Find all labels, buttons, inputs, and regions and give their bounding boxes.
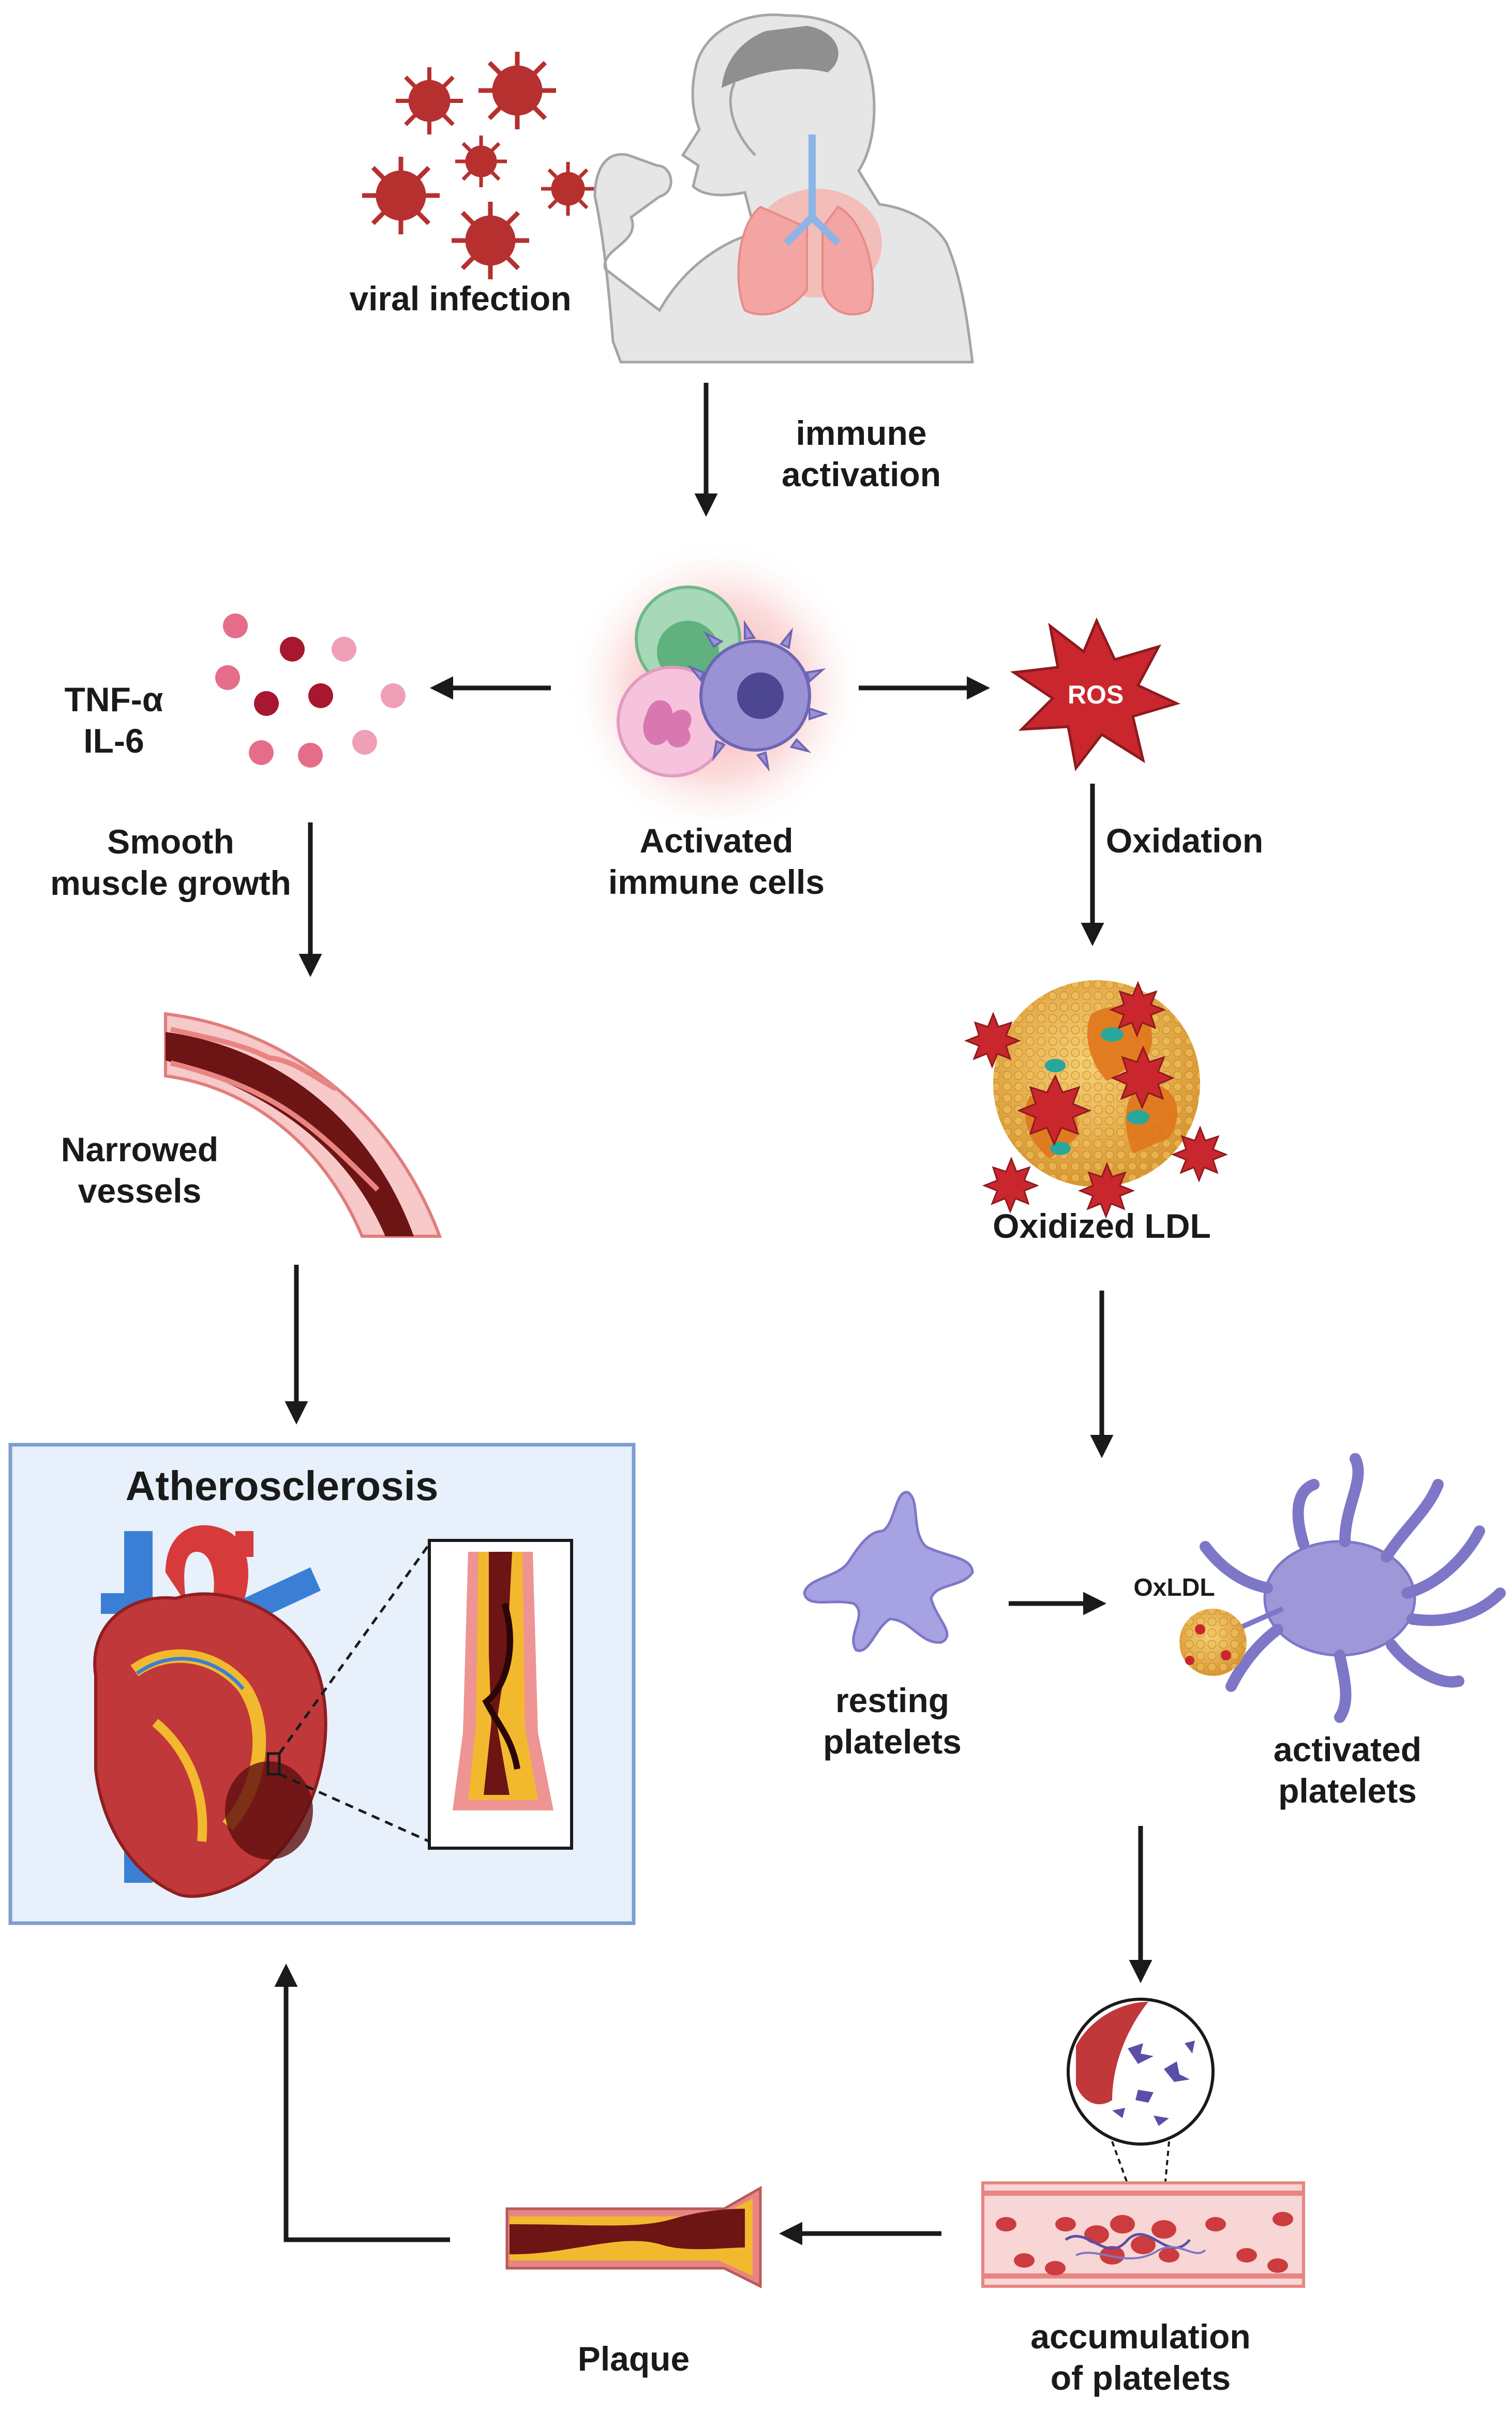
coughing-person-icon bbox=[593, 13, 974, 364]
immune-activation-label-2: activation bbox=[782, 455, 941, 493]
activated-platelets-label-1: activated bbox=[1274, 1730, 1421, 1769]
oxidation-label: Oxidation bbox=[1106, 821, 1263, 860]
activated-cells-label-1: Activated bbox=[639, 821, 793, 860]
artery-cross-section-icon bbox=[428, 1539, 573, 1850]
arrow-plaque-to-atherosclerosis bbox=[274, 1964, 450, 2242]
o2-burst-icon bbox=[1109, 980, 1166, 1038]
ros-icon bbox=[1010, 617, 1181, 771]
dendritic-cell-icon bbox=[687, 620, 829, 772]
virus-icon bbox=[452, 202, 529, 279]
o2-burst-icon bbox=[1171, 1125, 1229, 1183]
activated-platelet-icon bbox=[1200, 1453, 1506, 1723]
virus-icon bbox=[362, 157, 440, 234]
accumulation-label-2: of platelets bbox=[1051, 2359, 1231, 2397]
accumulation-label-1: accumulation bbox=[1030, 2317, 1250, 2356]
cytokine-label-tnf: TNF-α bbox=[65, 680, 163, 718]
immune-cells-icon bbox=[566, 538, 866, 838]
immune-activation-label-1: immune bbox=[796, 414, 926, 452]
o2-burst-icon bbox=[1017, 1074, 1091, 1146]
virus-icon bbox=[455, 136, 507, 187]
o2-burst-icon bbox=[982, 1156, 1040, 1214]
ros-label: ROS bbox=[1068, 680, 1124, 709]
cytokine-particles-icon bbox=[215, 613, 406, 768]
activated-platelets-label-2: platelets bbox=[1278, 1772, 1417, 1810]
activated-cells-label-2: immune cells bbox=[608, 863, 825, 901]
o2-burst-icon bbox=[1111, 1045, 1175, 1110]
narrowed-label-1: Narrowed bbox=[61, 1130, 218, 1168]
virus-icon-group bbox=[362, 52, 595, 279]
heart-icon bbox=[93, 1525, 327, 1898]
resting-platelets-label-2: platelets bbox=[823, 1722, 962, 1761]
atherosclerosis-title: Atherosclerosis bbox=[126, 1463, 439, 1509]
viral-infection-label: viral infection bbox=[349, 279, 571, 318]
oxidized-ldl-label: Oxidized LDL bbox=[993, 1207, 1211, 1245]
cytokine-label-il6: IL-6 bbox=[83, 722, 144, 760]
oxldl-label: OxLDL bbox=[1133, 1574, 1215, 1601]
resting-platelet-icon bbox=[803, 1491, 974, 1652]
oxldl-particle-icon bbox=[1179, 1606, 1284, 1676]
resting-platelets-label-1: resting bbox=[835, 1681, 949, 1719]
smooth-muscle-label-2: muscle growth bbox=[50, 864, 291, 902]
virus-icon bbox=[396, 67, 463, 134]
plaque-label: Plaque bbox=[578, 2340, 690, 2378]
zoom-line-bottom bbox=[278, 1773, 430, 1843]
narrowed-label-2: vessels bbox=[78, 1172, 202, 1210]
virus-icon bbox=[478, 52, 556, 129]
oxidized-ldl-icon bbox=[964, 980, 1229, 1219]
o2-burst-icon bbox=[1077, 1161, 1135, 1219]
plaque-vessel-icon bbox=[505, 2185, 762, 2289]
narrowed-vessel-icon bbox=[164, 1012, 442, 1238]
virus-icon bbox=[541, 162, 595, 216]
smooth-muscle-label-1: Smooth bbox=[107, 822, 234, 861]
platelet-accumulation-icon bbox=[981, 1998, 1305, 2288]
o2-burst-icon bbox=[964, 1011, 1022, 1069]
